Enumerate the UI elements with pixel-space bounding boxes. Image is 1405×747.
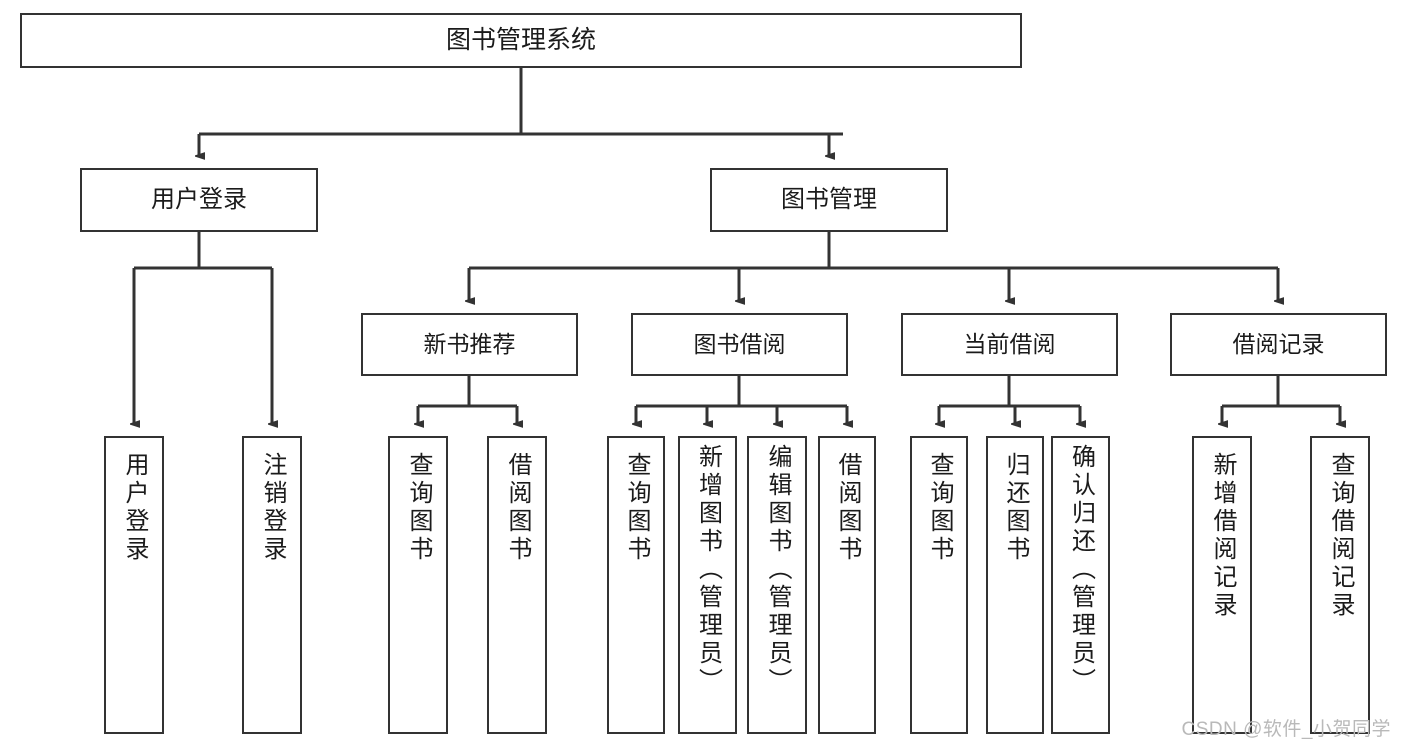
leaf-node-label: 确认归还（管理员） xyxy=(1067,444,1095,696)
leaf-node-label: 新增图书（管理员） xyxy=(694,444,722,696)
leaf-node[interactable]: 编辑图书（管理员） xyxy=(747,436,807,734)
node-new-book-recommend[interactable]: 新书推荐 xyxy=(361,313,578,376)
leaf-node-label: 借阅图书 xyxy=(834,452,861,564)
leaf-node-label: 注销登录 xyxy=(259,452,286,564)
leaf-node[interactable]: 借阅图书 xyxy=(818,436,876,734)
leaf-node[interactable]: 用户登录 xyxy=(104,436,164,734)
leaf-node-label: 查询图书 xyxy=(623,452,650,564)
watermark: CSDN @软件_小贺同学 xyxy=(1181,719,1391,740)
node-book-management[interactable]: 图书管理 xyxy=(710,168,948,232)
node-user-login-label: 用户登录 xyxy=(151,186,247,213)
node-borrow-record[interactable]: 借阅记录 xyxy=(1170,313,1387,376)
leaf-node-label: 查询图书 xyxy=(926,452,953,564)
leaf-node[interactable]: 归还图书 xyxy=(986,436,1044,734)
leaf-node[interactable]: 注销登录 xyxy=(242,436,302,734)
leaf-node[interactable]: 新增图书（管理员） xyxy=(678,436,737,734)
node-current-borrow-label: 当前借阅 xyxy=(963,331,1056,357)
leaf-node[interactable]: 确认归还（管理员） xyxy=(1051,436,1110,734)
node-book-management-label: 图书管理 xyxy=(781,186,877,213)
leaf-node-label: 借阅图书 xyxy=(504,452,531,564)
node-book-borrow[interactable]: 图书借阅 xyxy=(631,313,848,376)
leaf-node-label: 查询借阅记录 xyxy=(1327,452,1354,620)
leaf-node[interactable]: 查询图书 xyxy=(607,436,665,734)
leaf-node-label: 新增借阅记录 xyxy=(1209,452,1236,620)
leaf-node[interactable]: 查询图书 xyxy=(910,436,968,734)
leaf-node-label: 编辑图书（管理员） xyxy=(764,444,791,696)
node-borrow-record-label: 借阅记录 xyxy=(1232,331,1325,357)
node-book-borrow-label: 图书借阅 xyxy=(693,331,786,357)
node-new-book-recommend-label: 新书推荐 xyxy=(423,331,516,357)
node-current-borrow[interactable]: 当前借阅 xyxy=(901,313,1118,376)
node-user-login[interactable]: 用户登录 xyxy=(80,168,318,232)
leaf-node[interactable]: 借阅图书 xyxy=(487,436,547,734)
leaf-node-label: 归还图书 xyxy=(1002,452,1029,564)
node-root[interactable]: 图书管理系统 xyxy=(20,13,1022,68)
leaf-node[interactable]: 新增借阅记录 xyxy=(1192,436,1252,734)
leaf-node[interactable]: 查询借阅记录 xyxy=(1310,436,1370,734)
leaf-node-label: 用户登录 xyxy=(121,452,148,564)
leaf-node[interactable]: 查询图书 xyxy=(388,436,448,734)
node-root-label: 图书管理系统 xyxy=(445,26,596,54)
leaf-node-label: 查询图书 xyxy=(405,452,432,564)
